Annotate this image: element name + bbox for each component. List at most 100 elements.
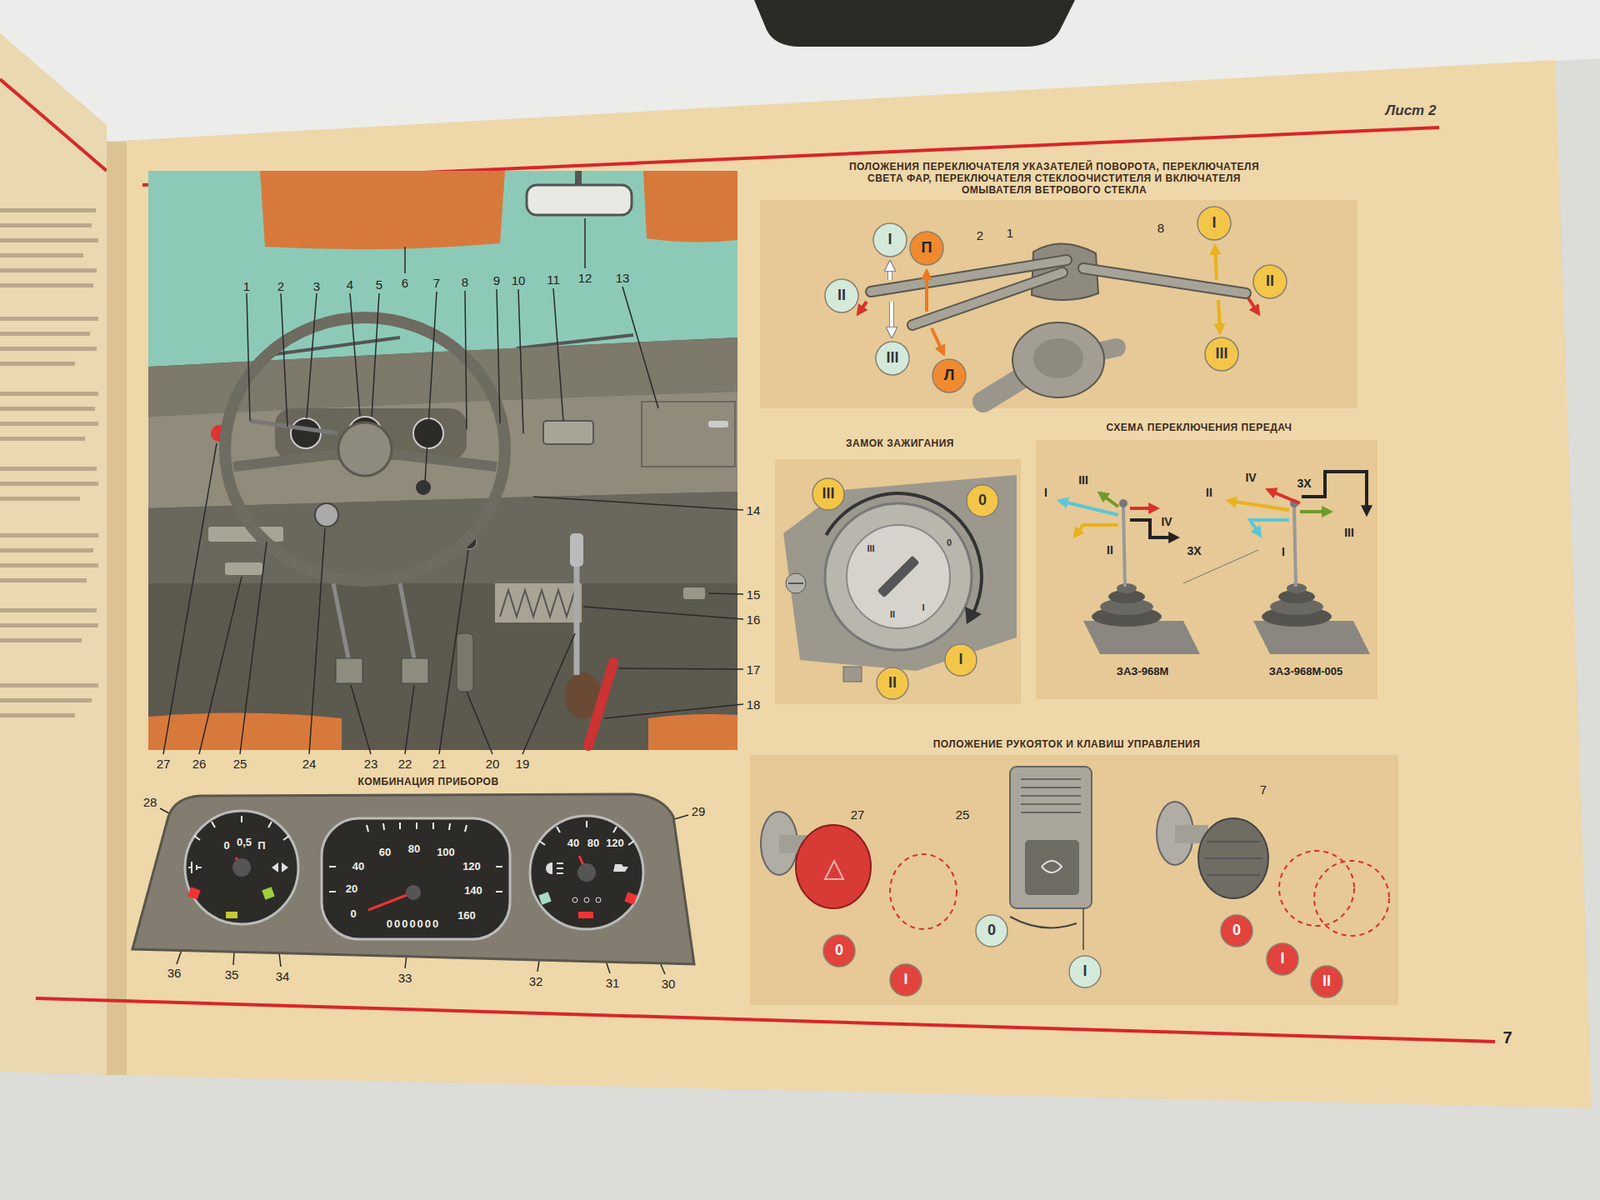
callout-number: 13 <box>615 270 630 285</box>
position-circle: I <box>1068 955 1102 989</box>
callout-number: 4 <box>346 277 354 292</box>
gauge-scale: 140 <box>464 884 483 897</box>
background-part-part <box>0 563 99 568</box>
position-numeral: 0 <box>987 922 996 940</box>
leader-line-part <box>405 685 415 755</box>
gear-shift-diagram-part-part <box>1250 520 1290 535</box>
circle-shape <box>1310 965 1343 998</box>
ignition-lock-part <box>783 475 1017 671</box>
instrument-cluster-part <box>132 794 695 965</box>
callout-number: 23 <box>364 756 379 771</box>
dial-mark: II <box>890 609 895 620</box>
instrument-cluster-part <box>271 862 289 873</box>
ignition-lock <box>775 459 1021 705</box>
position-circle: 0 <box>822 934 856 968</box>
dashboard-illustration-part <box>290 418 321 449</box>
dashboard-illustration-part <box>315 503 339 527</box>
circle-text: I <box>1211 215 1216 232</box>
ignition-lock-part <box>843 666 862 682</box>
control-knobs-part <box>1041 860 1062 873</box>
section-heading: СХЕМА ПЕРЕКЛЮЧЕНИЯ ПЕРЕДАЧ <box>1106 421 1293 434</box>
position-numeral: III <box>1215 345 1228 363</box>
circle-text: III <box>885 350 899 367</box>
callout-number: 2 <box>277 279 285 294</box>
background-part-part <box>0 421 99 426</box>
model-label: ЗАЗ-968М <box>1116 665 1170 678</box>
dashboard-illustration-part <box>401 658 429 684</box>
gauge-scale: 40 <box>352 860 365 873</box>
switch-panel-part-part <box>1215 246 1217 280</box>
control-knobs-part <box>1314 860 1390 936</box>
switch-panel-part-part <box>889 301 895 335</box>
position-circle: П <box>909 230 945 266</box>
position-circle: 0 <box>1220 914 1254 948</box>
circle-text: II <box>837 287 846 305</box>
gear-shift-diagram-part-part <box>1100 493 1119 507</box>
instrument-cluster-part-part <box>585 820 588 828</box>
control-knobs-part <box>1082 908 1085 950</box>
circle-shape <box>966 485 999 517</box>
leader-line-part <box>496 289 500 424</box>
switch-panel-part <box>858 243 1259 402</box>
instrument-cluster-part-part <box>432 822 435 830</box>
circle-text: I <box>903 971 908 989</box>
gear-label: III <box>1344 525 1355 540</box>
callout-number: 25 <box>233 756 248 771</box>
dashboard-illustration <box>148 170 738 750</box>
gauge-scale: 0 <box>223 839 230 852</box>
leader-line-part <box>163 443 217 755</box>
callout-number: 36 <box>167 965 182 980</box>
position-circle: II <box>1252 264 1288 300</box>
switch-panel-part-part <box>1083 268 1246 294</box>
control-knobs-part-part <box>1020 786 1081 789</box>
background-part-part <box>0 713 75 718</box>
gear-label: II <box>1106 543 1114 557</box>
circle-shape <box>873 223 907 257</box>
background-part-part <box>0 346 97 351</box>
position-circle: Л <box>931 358 967 394</box>
gear-shift-diagram <box>1035 440 1378 700</box>
position-circle: I <box>872 222 908 258</box>
instrument-cluster-part-part <box>495 890 503 893</box>
background-part-part <box>0 238 99 243</box>
ignition-lock-part <box>785 573 806 594</box>
ignition-lock-part <box>775 459 1021 705</box>
gear-shift-diagram-part <box>1116 583 1137 594</box>
dashboard-illustration-part <box>456 633 474 692</box>
gear-label: I <box>1044 485 1048 500</box>
callout-number: 35 <box>225 967 240 982</box>
leader-line-part <box>371 293 380 417</box>
circle-text: 0 <box>987 922 996 940</box>
gauge-scale: 120 <box>462 860 481 873</box>
circle-shape <box>812 478 845 510</box>
sheet-label: Лист 2 <box>1385 102 1437 120</box>
background-part-part <box>0 223 92 228</box>
gauge-scale: П <box>257 839 265 852</box>
gear-label: IV <box>1160 515 1172 529</box>
instrument-cluster-part-part <box>366 825 369 832</box>
instrument-cluster <box>132 794 695 965</box>
gear-label: 3Х <box>1296 476 1311 490</box>
instrument-cluster-part <box>194 815 635 892</box>
control-knobs-part-part <box>1020 778 1081 780</box>
leader-line-part <box>553 288 564 421</box>
background-part <box>0 33 114 1075</box>
callout-number: 1 <box>1006 225 1014 240</box>
position-numeral: III <box>821 485 835 503</box>
leader-line-part <box>604 704 744 719</box>
background-part <box>754 0 1075 47</box>
position-circle: II <box>1310 965 1344 999</box>
gear-label: I <box>1281 545 1285 559</box>
gauge-scale: 0 <box>350 907 356 920</box>
gear-label: IV <box>1245 470 1256 485</box>
position-numeral: 0 <box>978 492 987 510</box>
ignition-lock-part <box>825 503 972 650</box>
circle-text: I <box>1082 963 1087 980</box>
control-knobs-part-part <box>1206 840 1260 843</box>
callout-number: 16 <box>746 612 761 627</box>
dashboard-illustration-part <box>338 422 392 476</box>
background-part-part <box>0 268 97 273</box>
position-circle: I <box>1265 942 1300 976</box>
callout-number: 3 <box>313 279 320 294</box>
